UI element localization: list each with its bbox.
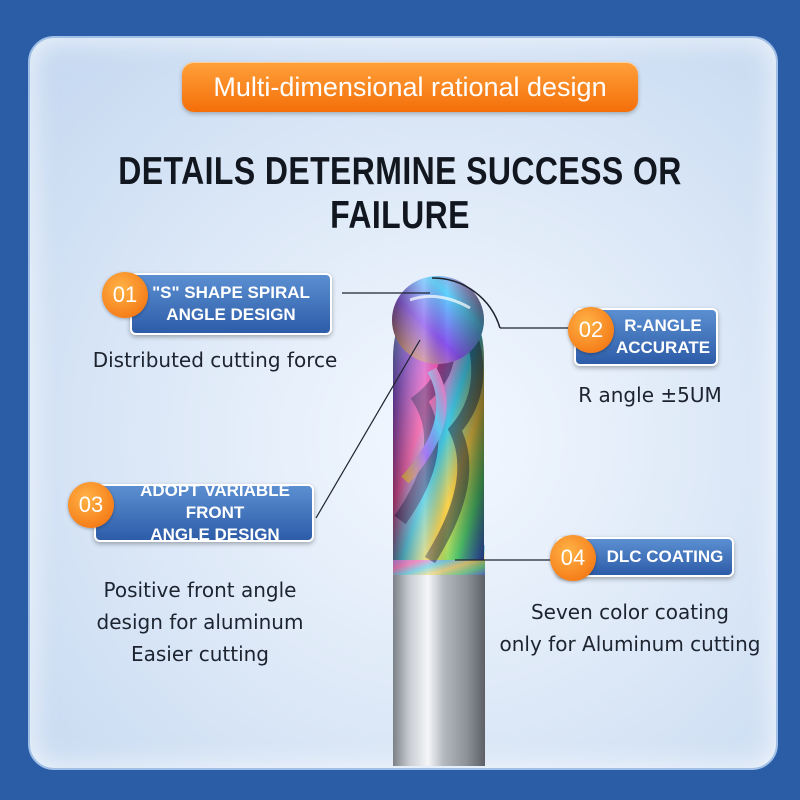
callout-01-desc: Distributed cutting force [60,344,370,376]
callout-03-title-line1: ADOPT VARIABLE FRONT [140,481,290,522]
callout-01-title-line2: ANGLE DESIGN [166,305,296,324]
callout-03-title-line2: ANGLE DESIGN [150,525,280,544]
callout-03-desc: Positive front angle design for aluminum… [60,574,340,670]
callout-03-desc-line2: design for aluminum [96,610,304,634]
callout-03-desc-line1: Positive front angle [103,578,297,602]
callout-01-desc-line1: Distributed cutting force [92,348,338,372]
callout-02-title-line1: R-ANGLE [624,316,702,335]
callout-02-desc: R angle ±5UM [540,379,760,411]
callout-01-badge: 01 [102,272,148,318]
callout-04-desc-line2: only for Aluminum cutting [499,632,761,656]
callout-03-desc-line3: Easier cutting [130,642,270,666]
callout-01-title-line1: "S" SHAPE SPIRAL [152,283,310,302]
callout-02-desc-line1: R angle ±5UM [578,383,722,407]
callout-03-badge: 03 [68,482,114,528]
callout-02-badge: 02 [568,307,614,353]
banner: Multi-dimensional rational design [182,62,638,112]
headline: DETAILS DETERMINE SUCCESS OR FAILURE [118,150,682,237]
callout-03-title: ADOPT VARIABLE FRONT ANGLE DESIGN [94,481,314,544]
callout-04-desc: Seven color coating only for Aluminum cu… [490,596,770,660]
callout-04-desc-line1: Seven color coating [530,600,730,624]
callout-04-badge: 04 [550,535,596,581]
callout-01-title: "S" SHAPE SPIRAL ANGLE DESIGN [130,273,332,335]
callout-04-title-line1: DLC COATING [606,547,724,566]
callout-02-title-line2: ACCURATE [615,338,711,357]
